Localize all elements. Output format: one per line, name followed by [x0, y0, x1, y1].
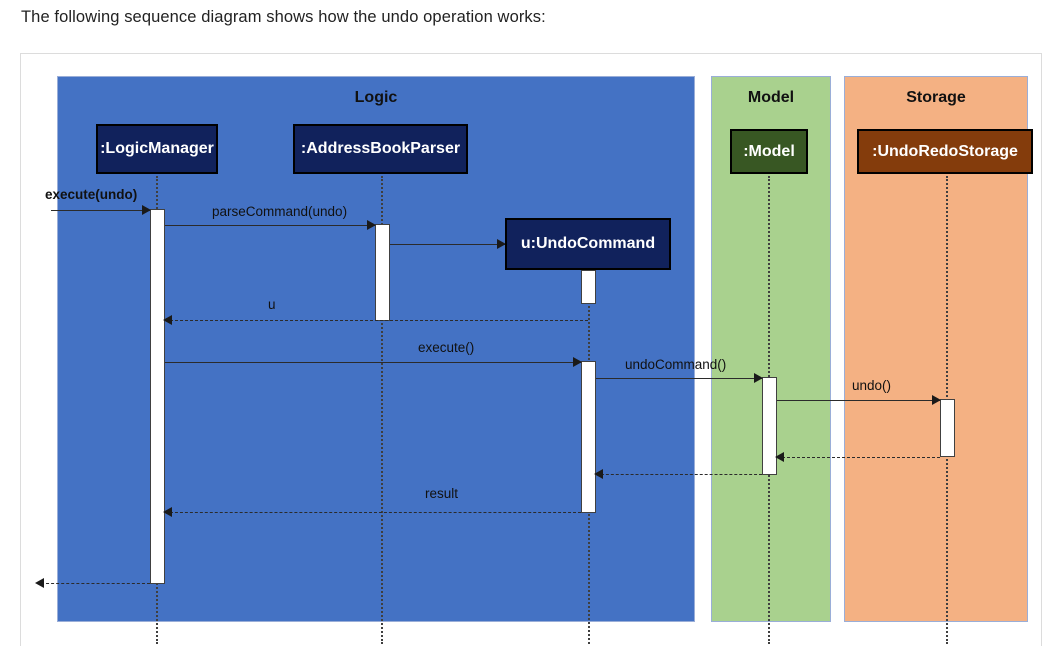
- message-line-parsecommand: [165, 225, 375, 226]
- page-intro-text: The following sequence diagram shows how…: [21, 8, 546, 26]
- message-label-undo: undo(): [852, 378, 892, 393]
- message-arrow-execute-undo: [142, 205, 151, 215]
- participant-undoredostorage[interactable]: :UndoRedoStorage: [857, 129, 1033, 174]
- partition-storage-title: Storage: [906, 89, 966, 106]
- message-label-u: u: [268, 297, 276, 312]
- participant-model[interactable]: :Model: [730, 129, 808, 174]
- participant-model-label: :Model: [743, 142, 795, 160]
- message-arrow-execute: [573, 357, 582, 367]
- message-label-parsecommand: parseCommand(undo): [212, 204, 348, 219]
- message-arrow-storage-return: [775, 452, 784, 462]
- activation-addressbookparser: [375, 224, 390, 321]
- activation-undoredostorage: [940, 399, 955, 457]
- message-line-storage-return: [777, 457, 940, 458]
- message-label-result: result: [425, 486, 459, 501]
- message-line-execute: [165, 362, 581, 363]
- message-arrow-u: [163, 315, 172, 325]
- message-line-undo: [777, 400, 940, 401]
- message-label-execute-undo: execute(undo): [45, 187, 138, 202]
- activation-logicmanager: [150, 209, 165, 584]
- activation-model: [762, 377, 777, 475]
- message-line-model-return: [596, 474, 762, 475]
- sequence-diagram-card: Logic Model Storage :LogicManager :Addre…: [20, 53, 1042, 646]
- activation-undocommand-create: [581, 270, 596, 304]
- message-arrow-parsecommand: [367, 220, 376, 230]
- message-line-final-return: [41, 583, 150, 584]
- message-arrow-create-undocommand: [497, 239, 506, 249]
- message-arrow-model-return: [594, 469, 603, 479]
- message-line-result: [165, 512, 581, 513]
- message-line-execute-undo: [51, 210, 150, 211]
- participant-logicmanager[interactable]: :LogicManager: [96, 124, 218, 174]
- participant-logicmanager-label: :LogicManager: [100, 140, 214, 157]
- message-line-u: [165, 320, 588, 321]
- lifeline-addressbookparser: [381, 176, 383, 644]
- activation-undocommand-execute: [581, 361, 596, 513]
- message-line-undocommand: [596, 378, 762, 379]
- participant-undocommand-label: u:UndoCommand: [520, 235, 656, 252]
- partition-logic-title: Logic: [354, 89, 398, 106]
- partition-model-title: Model: [747, 89, 795, 106]
- participant-undocommand[interactable]: u:UndoCommand: [505, 218, 671, 270]
- participant-addressbookparser[interactable]: :AddressBookParser: [293, 124, 468, 174]
- message-arrow-undocommand: [754, 373, 763, 383]
- participant-addressbookparser-label: :AddressBookParser: [300, 140, 461, 157]
- message-arrow-final-return: [35, 578, 44, 588]
- message-label-execute: execute(): [418, 340, 475, 355]
- message-line-create-undocommand: [390, 244, 505, 245]
- message-label-undocommand: undoCommand(): [625, 357, 727, 372]
- message-arrow-result: [163, 507, 172, 517]
- participant-undoredostorage-label: :UndoRedoStorage: [872, 142, 1018, 160]
- message-arrow-undo: [932, 395, 941, 405]
